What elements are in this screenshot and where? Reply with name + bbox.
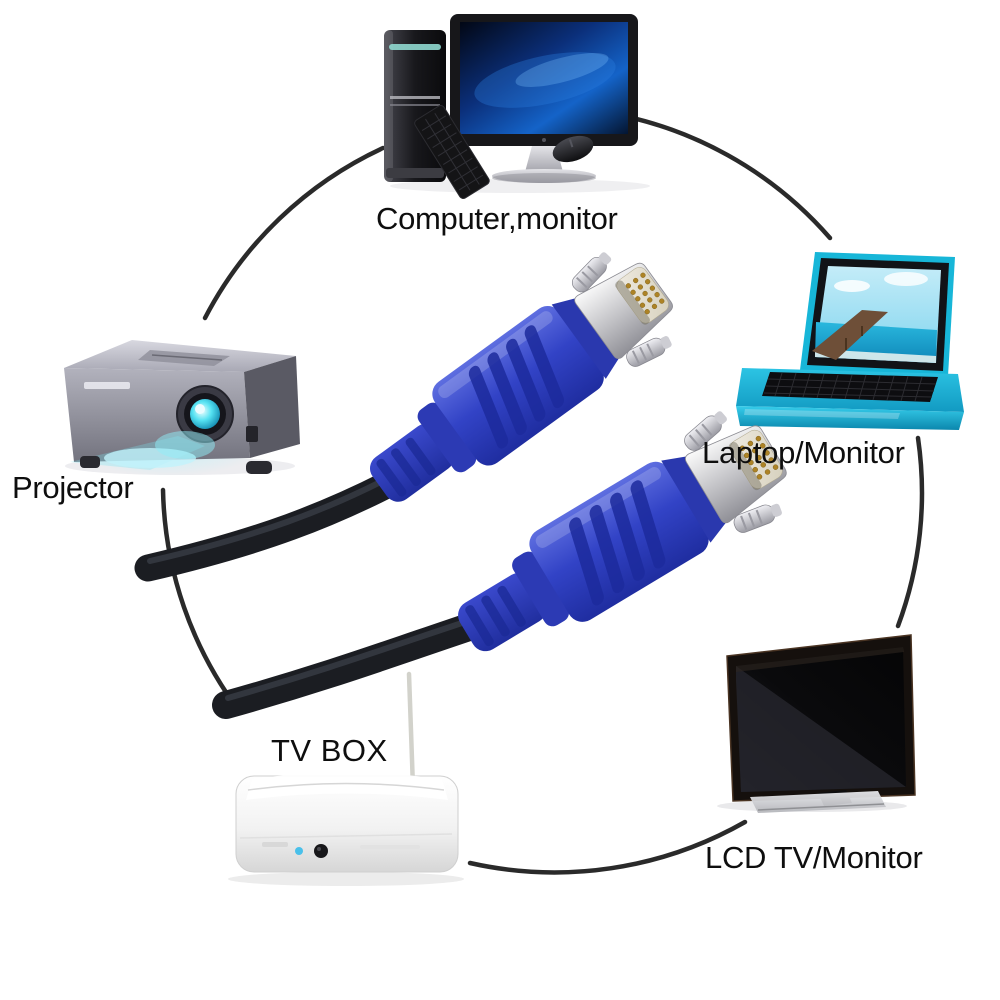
arc-laptop-to-lcdtv [895, 435, 925, 629]
laptop-front-edge [736, 406, 964, 430]
lcd-tv-image [717, 634, 916, 813]
arc-lcdtv-to-tvbox [467, 819, 748, 875]
device-label-laptop: Laptop/Monitor [702, 435, 905, 470]
computer-image [384, 14, 650, 200]
keyboard [414, 105, 490, 200]
vga-cable [134, 463, 486, 719]
cable-lower [212, 612, 486, 719]
ir-button [314, 844, 328, 858]
device-label-lcd-tv: LCD TV/Monitor [705, 840, 923, 875]
device-label-tv-box: TV BOX [271, 733, 388, 768]
arc-tvbox-to-projector [160, 487, 243, 715]
arc-computer-to-projector [202, 145, 386, 321]
mouse [552, 135, 594, 163]
tv-stand [750, 791, 886, 813]
device-label-projector: Projector [12, 470, 134, 505]
tv-box-image [228, 671, 464, 886]
projector-side [244, 356, 300, 458]
projector-image [64, 340, 300, 476]
power-led [295, 847, 303, 855]
pier [812, 310, 888, 360]
monitor-screen [460, 22, 628, 134]
device-label-computer: Computer,monitor [376, 201, 618, 236]
tower-power-glow [389, 44, 441, 50]
projector-lens-glow [190, 399, 220, 429]
tv-box-antenna [406, 671, 416, 791]
laptop-image [736, 252, 964, 430]
cable-upper [134, 463, 416, 582]
